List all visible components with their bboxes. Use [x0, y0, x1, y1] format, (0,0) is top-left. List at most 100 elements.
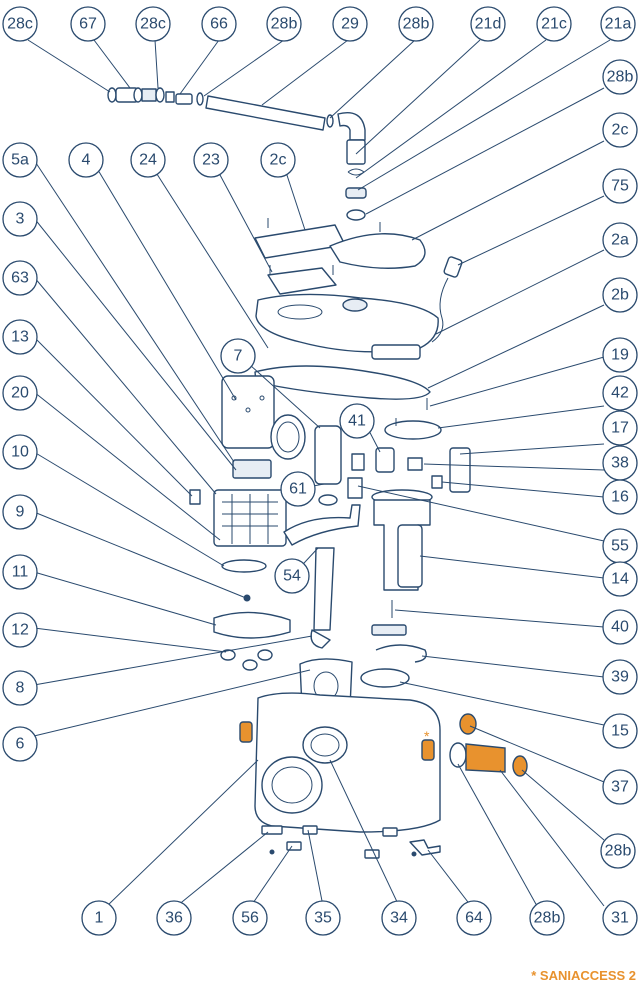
- impeller-parts: [213, 559, 291, 671]
- callout-10: 10: [2, 434, 38, 470]
- svg-text:20: 20: [11, 385, 29, 402]
- callout-56: 56: [232, 900, 268, 936]
- callout-2c-center: 2c: [260, 142, 296, 178]
- svg-text:9: 9: [16, 504, 25, 521]
- svg-text:38: 38: [611, 455, 629, 472]
- callout-5a: 5a: [2, 142, 38, 178]
- callout-19: 19: [602, 337, 638, 373]
- callout-42: 42: [602, 375, 638, 411]
- svg-text:2b: 2b: [611, 287, 629, 304]
- callout-15: 15: [602, 713, 638, 749]
- callout-16: 16: [602, 479, 638, 515]
- gasket: [254, 365, 431, 400]
- svg-text:1: 1: [95, 910, 104, 927]
- callouts: 28c 67 28c 66 28b 29 28b 21d 21c 21a 28b…: [2, 6, 638, 936]
- svg-text:41: 41: [348, 413, 366, 430]
- callout-40: 40: [602, 609, 638, 645]
- callout-29: 29: [332, 6, 368, 42]
- callout-38: 38: [602, 445, 638, 481]
- callout-20: 20: [2, 375, 38, 411]
- callout-63: 63: [2, 260, 38, 296]
- svg-text:7: 7: [234, 348, 243, 365]
- callout-31: 31: [602, 900, 638, 936]
- svg-text:10: 10: [11, 444, 29, 461]
- svg-text:64: 64: [465, 910, 483, 927]
- svg-text:31: 31: [611, 910, 629, 927]
- callout-21c: 21c: [536, 6, 572, 42]
- callout-28b-top-center: 28b: [398, 6, 434, 42]
- svg-text:2c: 2c: [270, 152, 287, 169]
- model-footnote: * SANIACCESS 2: [531, 968, 636, 983]
- callout-14: 14: [602, 561, 638, 597]
- svg-text:55: 55: [611, 538, 629, 555]
- callout-28b-right: 28b: [602, 59, 638, 95]
- pressure-chamber: [371, 489, 433, 663]
- callout-34: 34: [381, 900, 417, 936]
- svg-text:2c: 2c: [612, 122, 629, 139]
- callout-28b-top-left: 28b: [266, 6, 302, 42]
- svg-text:4: 4: [82, 152, 91, 169]
- callout-67: 67: [70, 6, 106, 42]
- callout-28c-center: 28c: [135, 6, 171, 42]
- callout-11: 11: [2, 554, 38, 590]
- connector-pipes: [283, 425, 361, 649]
- svg-text:21d: 21d: [475, 16, 502, 33]
- callout-2c-right: 2c: [602, 112, 638, 148]
- callout-13: 13: [2, 319, 38, 355]
- svg-text:28b: 28b: [534, 910, 561, 927]
- callout-41: 41: [339, 403, 375, 439]
- callout-24: 24: [130, 142, 166, 178]
- svg-text:42: 42: [611, 385, 629, 402]
- asterisk-mark: *: [424, 728, 430, 744]
- part-drawings: *: [107, 87, 528, 859]
- callout-64: 64: [456, 900, 492, 936]
- svg-text:16: 16: [611, 489, 629, 506]
- svg-text:34: 34: [390, 910, 408, 927]
- svg-text:13: 13: [11, 329, 29, 346]
- svg-text:2a: 2a: [611, 232, 629, 249]
- svg-text:54: 54: [283, 568, 301, 585]
- callout-8: 8: [2, 670, 38, 706]
- callout-35: 35: [305, 900, 341, 936]
- svg-text:37: 37: [611, 779, 629, 796]
- callout-3: 3: [2, 201, 38, 237]
- callout-2a: 2a: [602, 222, 638, 258]
- discharge-pipe-assembly: [107, 87, 367, 221]
- callout-54: 54: [274, 558, 310, 594]
- power-cord: [431, 256, 463, 343]
- svg-text:63: 63: [11, 270, 29, 287]
- leader-lines: [27, 39, 611, 907]
- svg-text:12: 12: [11, 622, 29, 639]
- float-switch: [347, 420, 471, 499]
- svg-text:19: 19: [611, 347, 629, 364]
- callout-28c-left: 28c: [2, 6, 38, 42]
- svg-text:28c: 28c: [7, 16, 33, 33]
- svg-text:39: 39: [611, 669, 629, 686]
- svg-text:28b: 28b: [607, 69, 634, 86]
- svg-text:21c: 21c: [541, 16, 567, 33]
- svg-text:11: 11: [12, 564, 29, 581]
- callout-23: 23: [193, 142, 229, 178]
- svg-text:36: 36: [165, 910, 183, 927]
- callout-28b-lower-right: 28b: [600, 833, 636, 869]
- side-inlets: [449, 713, 528, 777]
- callout-4: 4: [68, 142, 104, 178]
- svg-text:15: 15: [611, 723, 629, 740]
- main-tank: [239, 658, 441, 833]
- svg-text:28b: 28b: [403, 16, 430, 33]
- svg-text:3: 3: [16, 211, 25, 228]
- svg-text:6: 6: [16, 736, 25, 753]
- callout-21d: 21d: [470, 6, 506, 42]
- svg-text:8: 8: [16, 680, 25, 697]
- callout-17: 17: [602, 410, 638, 446]
- svg-text:5a: 5a: [11, 152, 29, 169]
- svg-text:21a: 21a: [605, 16, 632, 33]
- svg-text:23: 23: [202, 152, 220, 169]
- svg-text:56: 56: [241, 910, 259, 927]
- callout-28b-bottom: 28b: [529, 900, 565, 936]
- callout-37: 37: [602, 769, 638, 805]
- callout-1: 1: [81, 900, 117, 936]
- callout-9: 9: [2, 494, 38, 530]
- lids: [254, 218, 426, 269]
